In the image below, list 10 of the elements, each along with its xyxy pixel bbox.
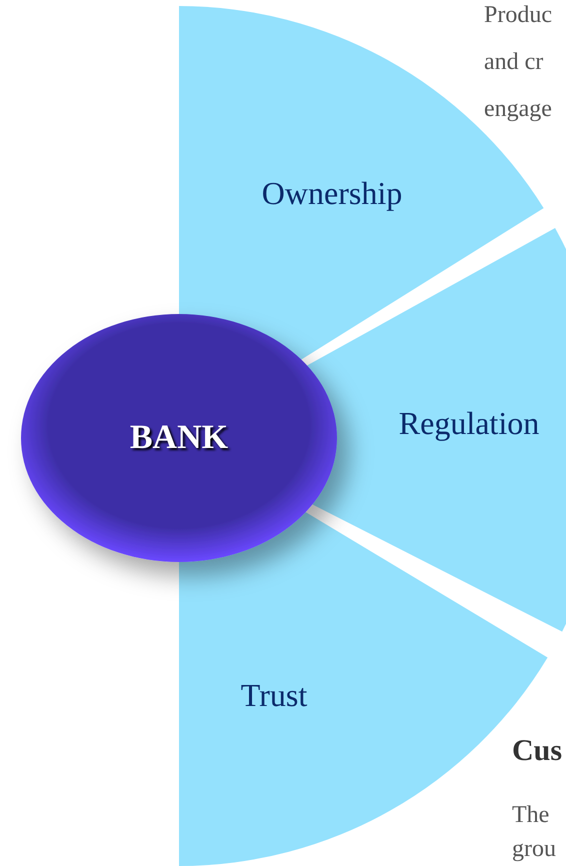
sector-label: Regulation: [398, 406, 540, 439]
heading-text: Cus: [512, 734, 562, 767]
body-text: Produc: [484, 2, 552, 28]
body-text: grou: [512, 836, 556, 862]
body-text: The: [512, 802, 550, 828]
sector-label: Trust: [240, 679, 308, 711]
body-text: and cr: [484, 49, 544, 76]
center-label: BANK: [130, 421, 228, 455]
body-text: engage: [484, 96, 552, 122]
sector-label: Ownership: [262, 177, 402, 209]
